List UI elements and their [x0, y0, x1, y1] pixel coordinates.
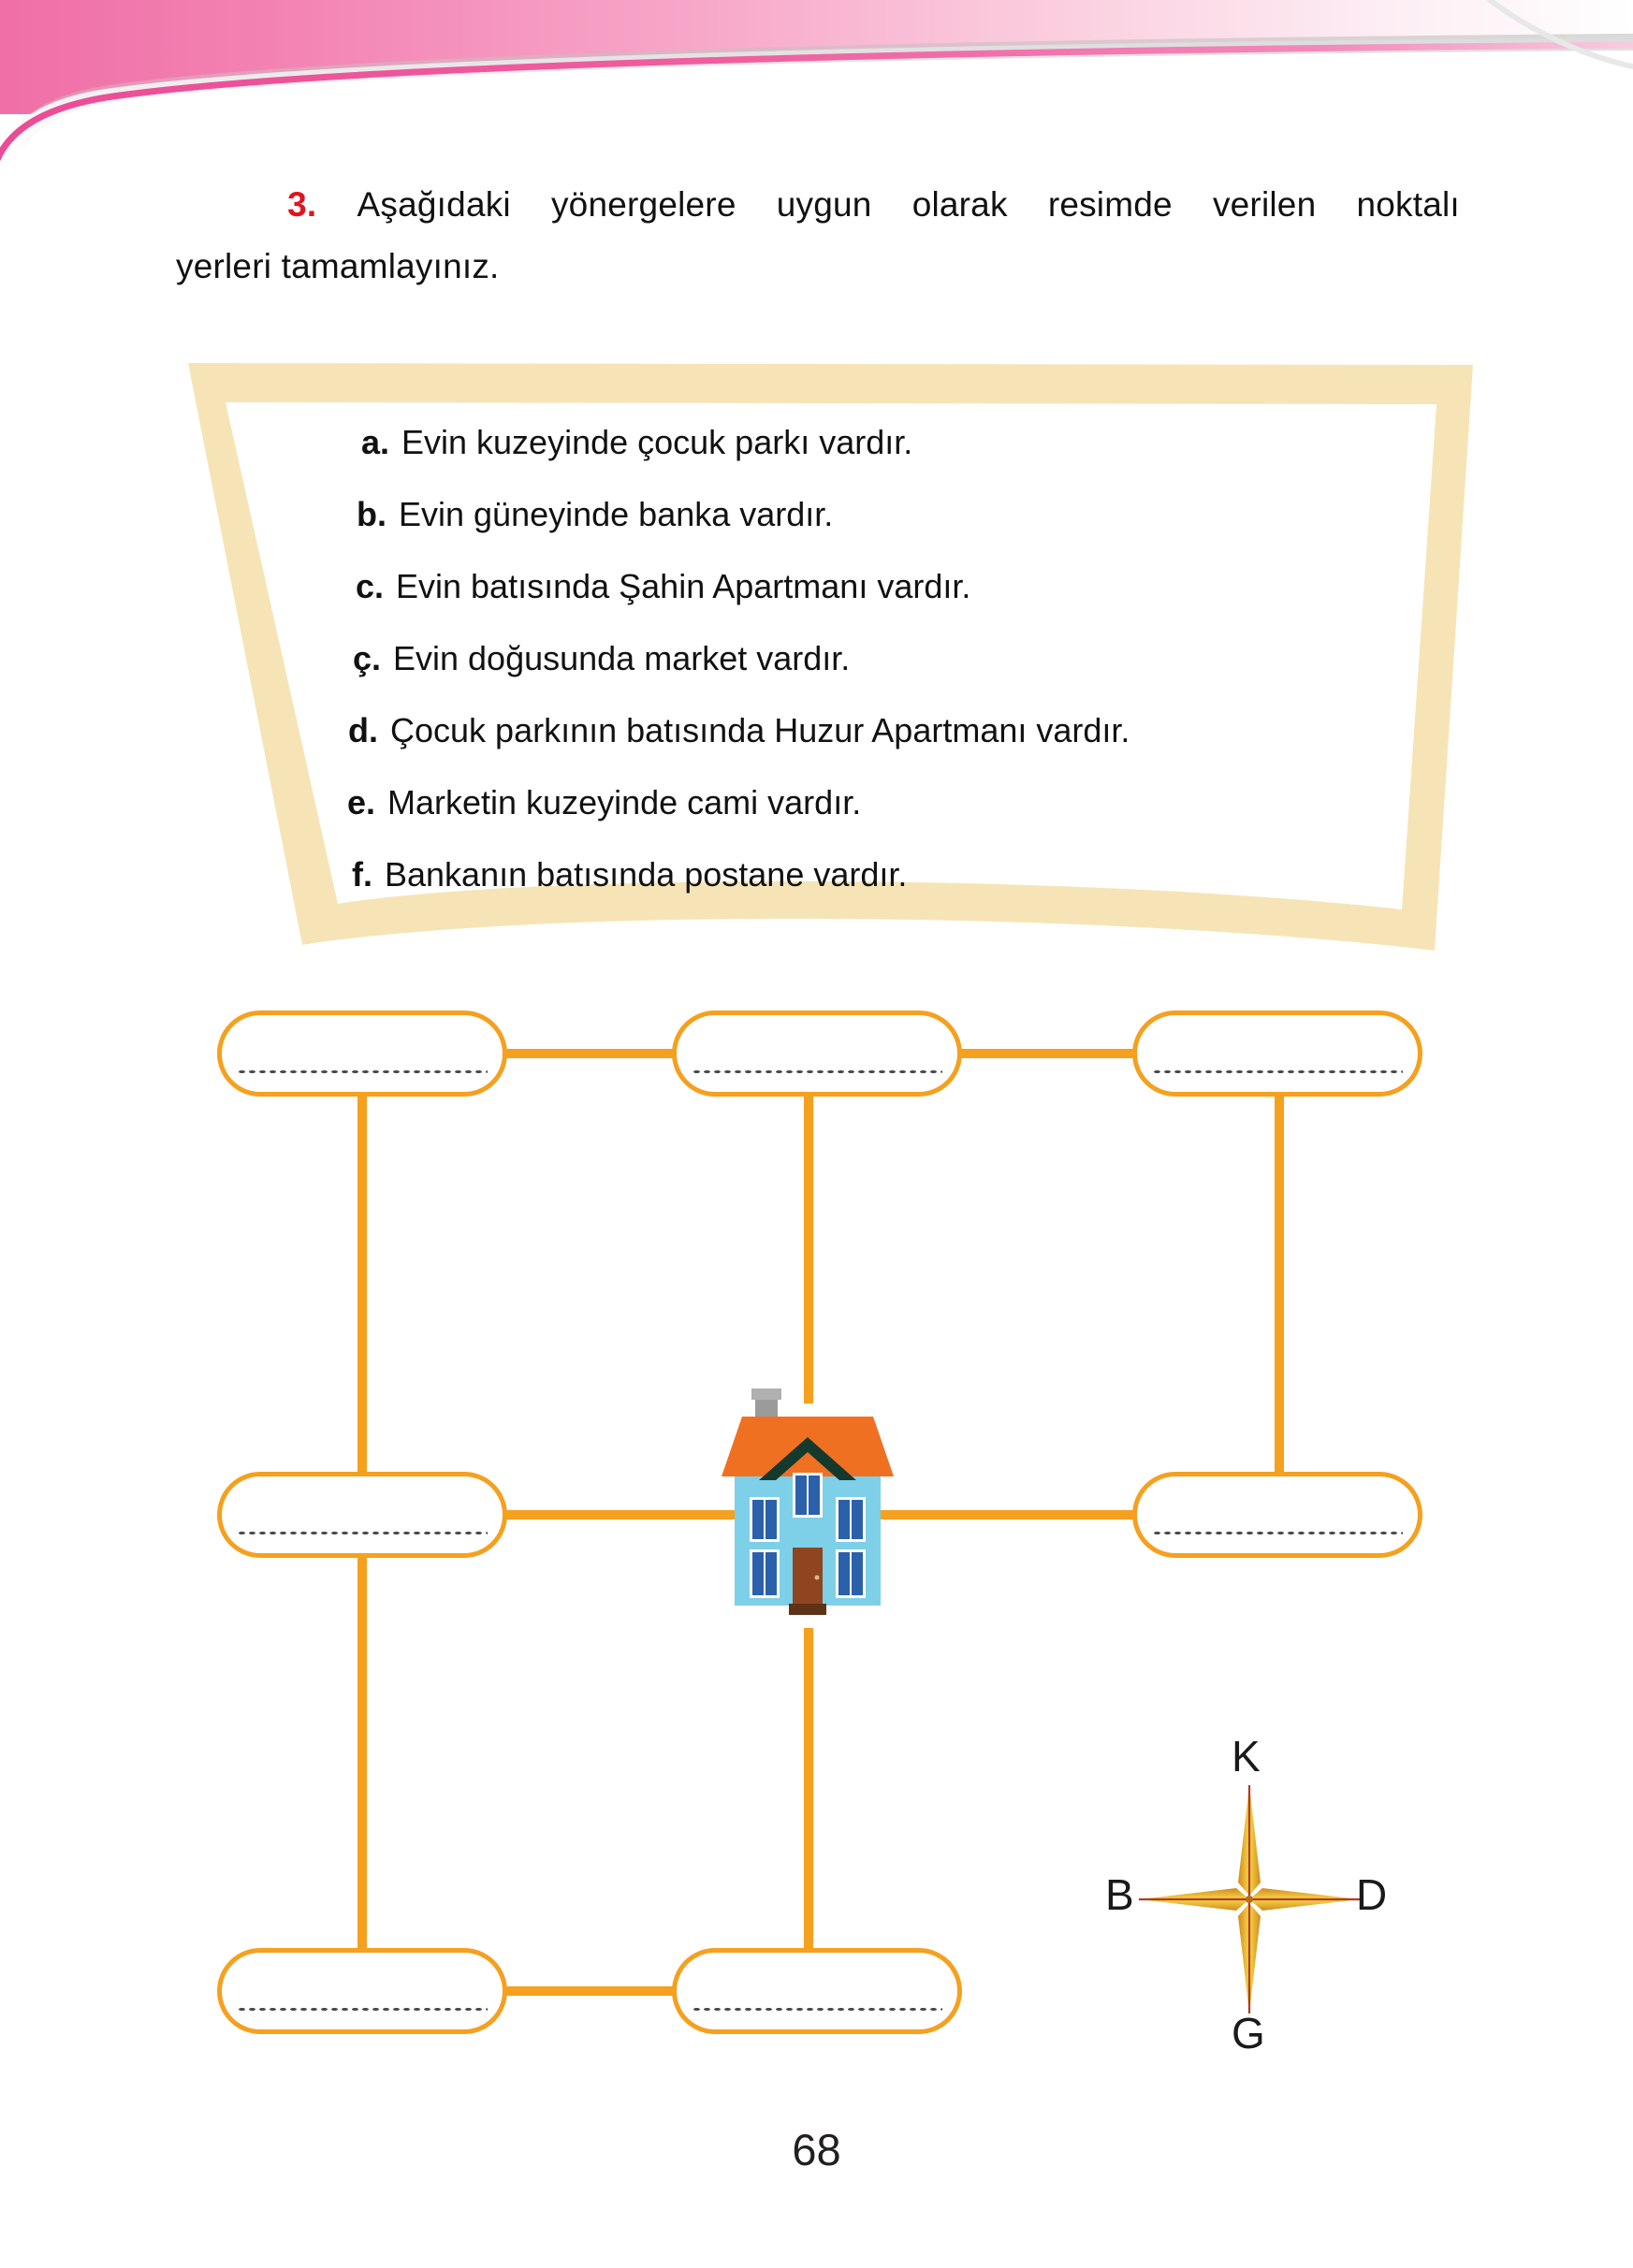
answer-slot-southwest[interactable]: [217, 1948, 507, 2034]
compass-star-graphic: [1139, 1785, 1360, 2014]
answer-slot-east[interactable]: [1132, 1472, 1422, 1558]
map-diagram: K D G B: [0, 1010, 1633, 2115]
question-word: Aşağıdaki: [357, 185, 511, 224]
question-number: 3.: [287, 185, 317, 224]
question-line-1: 3. Aşağıdaki yönergelere uygun olarak re…: [176, 174, 1460, 236]
question-prompt: 3. Aşağıdaki yönergelere uygun olarak re…: [176, 174, 1460, 298]
house-graphic: [722, 1388, 894, 1615]
answer-slot-northeast[interactable]: [1132, 1010, 1422, 1097]
instruction-item: c. Evin batısında Şahin Apartmanı vardır.: [328, 550, 1413, 622]
dotted-writing-line: [237, 1531, 488, 1535]
instruction-text: Evin kuzeyinde çocuk parkı vardır.: [401, 423, 913, 461]
answer-slot-north[interactable]: [672, 1010, 962, 1097]
instruction-item: a. Evin kuzeyinde çocuk parkı vardır.: [328, 406, 1413, 478]
instruction-label: e.: [346, 783, 375, 821]
answer-slot-northwest[interactable]: [217, 1010, 507, 1097]
question-word: yönergelere: [550, 185, 736, 224]
question-word: resimde: [1047, 185, 1173, 224]
instruction-label: a.: [360, 423, 389, 461]
page-header-decoration: [0, 0, 1633, 187]
instruction-text: Bankanın batısında postane vardır.: [385, 855, 908, 894]
header-curve-graphic: [0, 0, 1633, 187]
compass-label-west: B: [1105, 1870, 1134, 1919]
instruction-text: Evin batısında Şahin Apartmanı vardır.: [396, 567, 971, 605]
instruction-text: Marketin kuzeyinde cami vardır.: [387, 783, 862, 821]
dotted-writing-line: [237, 1069, 488, 1074]
compass-label-south: G: [1232, 2009, 1265, 2057]
question-word: verilen: [1212, 185, 1317, 224]
question-indent: [176, 174, 247, 236]
house-icon: [714, 1375, 901, 1628]
dotted-writing-line: [1152, 1069, 1403, 1074]
instruction-label: d.: [348, 711, 378, 749]
instruction-label: ç.: [352, 639, 381, 677]
compass-label-north: K: [1232, 1732, 1261, 1781]
question-word: uygun: [776, 185, 872, 224]
dotted-writing-line: [692, 1069, 942, 1074]
instruction-item: b. Evin güneyinde banka vardır.: [328, 478, 1413, 550]
page-number: 68: [792, 2125, 841, 2174]
instruction-label: b.: [357, 495, 386, 533]
instruction-text: Evin doğusunda market vardır.: [393, 639, 851, 677]
question-line-2: yerleri tamamlayınız.: [176, 247, 500, 285]
instruction-item: e. Marketin kuzeyinde cami vardır.: [328, 766, 1413, 838]
dotted-writing-line: [692, 2007, 942, 2012]
instruction-text: Çocuk parkının batısında Huzur Apartmanı…: [390, 711, 1130, 749]
instruction-item: f. Bankanın batısında postane vardır.: [328, 838, 1413, 910]
instruction-label: f.: [352, 855, 372, 894]
instruction-banner: a. Evin kuzeyinde çocuk parkı vardır. b. E…: [182, 357, 1479, 956]
banner-frame-shape: [188, 363, 1473, 951]
answer-slot-west[interactable]: [217, 1472, 507, 1558]
question-word: olarak: [911, 185, 1008, 224]
compass-label-east: D: [1356, 1870, 1388, 1919]
answer-slot-south[interactable]: [672, 1948, 962, 2034]
compass-rose: K D G B: [1100, 1731, 1399, 2068]
dotted-writing-line: [1152, 1531, 1403, 1535]
question-word: noktalı: [1356, 185, 1460, 224]
instruction-label: c.: [355, 567, 384, 605]
instruction-item: ç. Evin doğusunda market vardır.: [328, 622, 1413, 694]
instruction-text: Evin güneyinde banka vardır.: [399, 495, 834, 533]
dotted-writing-line: [237, 2007, 488, 2012]
instruction-item: d. Çocuk parkının batısında Huzur Apartma…: [328, 694, 1413, 766]
instruction-list: a. Evin kuzeyinde çocuk parkı vardır. b. E…: [328, 406, 1413, 910]
